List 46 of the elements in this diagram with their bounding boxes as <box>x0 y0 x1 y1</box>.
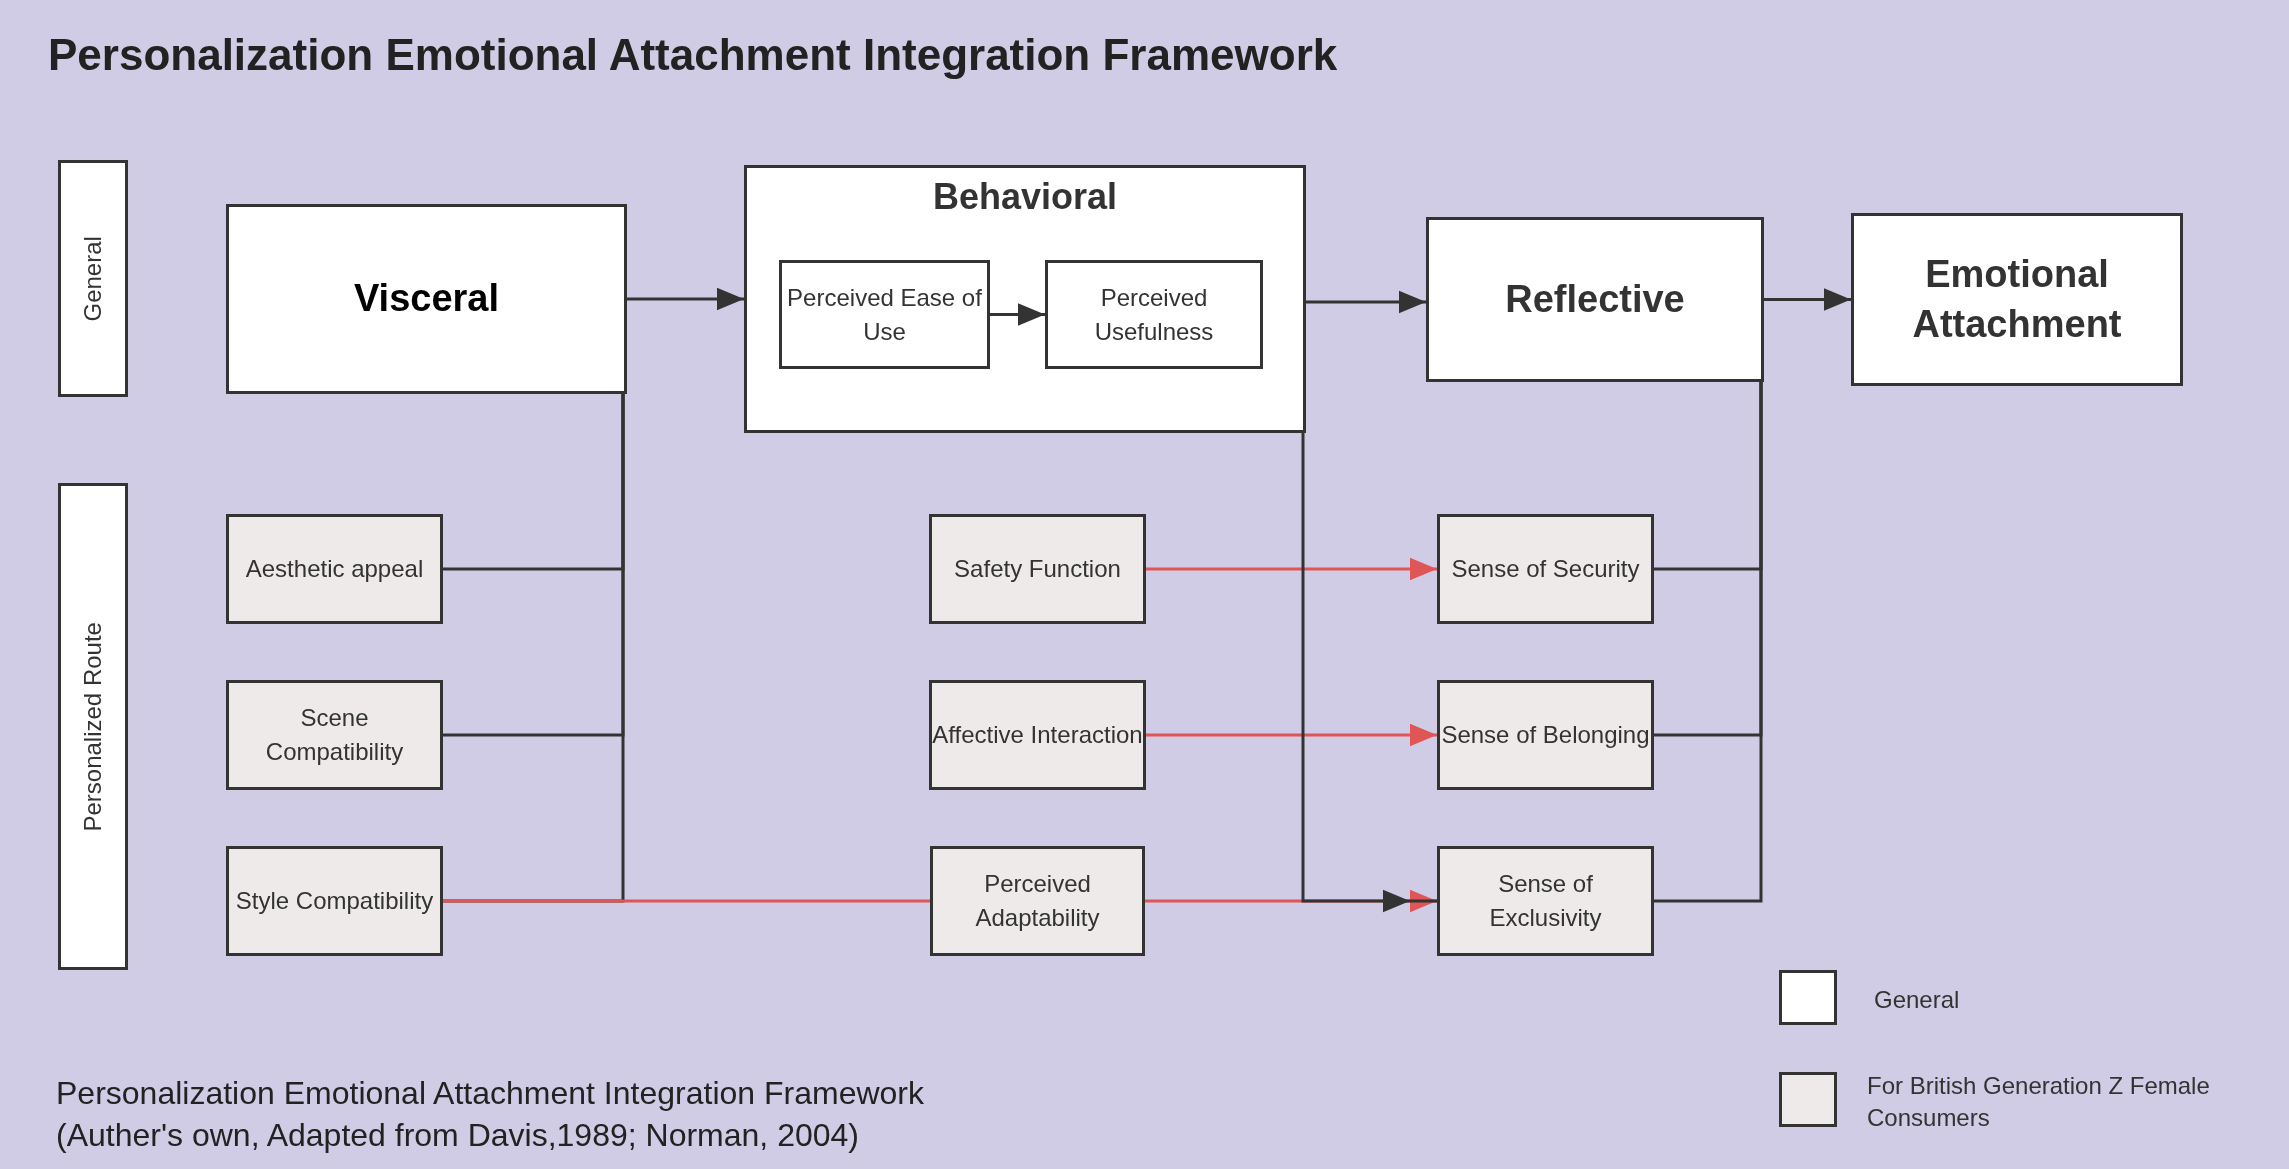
factor-box <box>1045 260 1263 369</box>
factor-box <box>226 846 443 956</box>
arrow <box>990 303 1045 326</box>
factor-box <box>1437 846 1654 956</box>
legend-label: General <box>1874 985 1961 1015</box>
box-label: Safety Function <box>954 554 1121 585</box>
highlight-arrow <box>1146 723 1437 747</box>
box-label: Sense of Security <box>1451 554 1640 585</box>
factor-box <box>226 680 443 790</box>
caption: Personalization Emotional Attachment Integration Framework (Auther's own, Adapted from Davis,1989; Norman, 2004) <box>56 1074 925 1156</box>
arrow <box>1301 433 1437 913</box>
group-heading: Behavioral <box>931 175 1119 219</box>
stage-box <box>226 204 627 394</box>
arrow <box>1306 290 1426 314</box>
factor-box <box>226 514 443 624</box>
box-label: Scene Compatibility <box>264 703 405 767</box>
box-label: Perceived Usefulness <box>1093 282 1215 347</box>
box-label: Affective Interaction <box>932 720 1143 751</box>
highlight-arrow <box>1146 557 1437 581</box>
factor-box <box>1437 680 1654 790</box>
box-label: Style Compatibility <box>235 886 434 917</box>
side-band <box>58 160 128 397</box>
box-label: Aesthetic appeal <box>245 554 424 585</box>
diagram-title: Personalization Emotional Attachment Integration Framework <box>48 30 1338 80</box>
band-label: General <box>78 235 108 322</box>
band-label: Personalized Route <box>78 621 108 832</box>
stage-box <box>1426 217 1764 382</box>
box-label: Visceral <box>353 276 500 322</box>
factor-box <box>779 260 990 369</box>
box-label: Perceived Ease of Use <box>786 282 983 347</box>
group-box <box>744 165 1306 433</box>
factor-box <box>929 680 1146 790</box>
side-band <box>58 483 128 970</box>
legend-label: For British Generation Z Female Consumers <box>1867 1071 2211 1134</box>
box-label: Reflective <box>1505 276 1685 322</box>
box-label: Sense of Exclusivity <box>1488 869 1603 933</box>
box-label: Perceived Adaptability <box>974 869 1101 933</box>
arrow <box>627 287 744 311</box>
box-label: Emotional Attachment <box>1911 252 2123 347</box>
stage-box <box>1851 213 2183 386</box>
factor-box <box>930 846 1145 956</box>
factor-box <box>929 514 1146 624</box>
connector-line <box>1654 382 1763 903</box>
box-label: Sense of Belonging <box>1441 720 1650 751</box>
arrow <box>1764 288 1851 311</box>
factor-box <box>1437 514 1654 624</box>
